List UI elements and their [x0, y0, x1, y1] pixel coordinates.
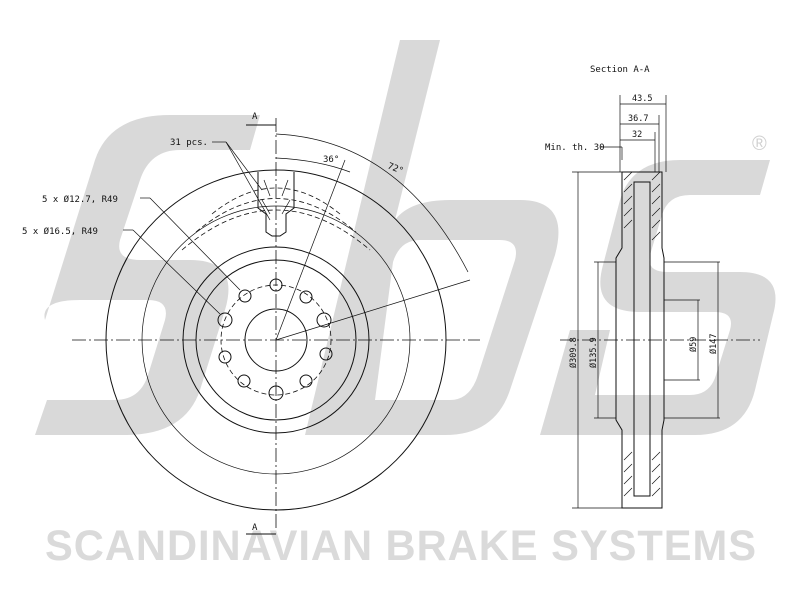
width-mid-label: 36.7 — [628, 114, 648, 124]
bolt-hole — [299, 374, 313, 388]
angle-line-36 — [275, 159, 346, 341]
hole-label-16-5: 5 x Ø16.5, R49 — [22, 226, 98, 237]
vent-hatching — [261, 179, 291, 215]
hat-inner — [195, 259, 357, 421]
bolt-hole — [238, 289, 252, 303]
vents-count-label: 31 pcs. — [170, 138, 208, 148]
section-hatching — [623, 171, 661, 497]
vent-detail — [257, 172, 295, 237]
section-title: Section A-A — [590, 65, 650, 75]
bolt-hole — [217, 312, 233, 328]
bolt-hole — [269, 278, 283, 292]
bolt-hole — [319, 347, 333, 361]
min-thickness-label: Min. th. 30 — [545, 143, 605, 153]
bolt-hole — [218, 350, 232, 364]
friction-ring-inner — [141, 205, 411, 475]
bolt-circle — [220, 284, 332, 396]
section-profile — [615, 171, 665, 509]
width-inner-label: 32 — [632, 130, 642, 140]
disc-outer-edge — [105, 169, 447, 511]
vent-arc — [181, 209, 371, 251]
dia-center-label: Ø59 — [688, 337, 699, 352]
section-mark-bottom: A — [252, 523, 258, 533]
vent-channel — [633, 181, 651, 497]
dia-hat-label: Ø135.9 — [588, 337, 599, 368]
vents-leader — [225, 141, 271, 221]
section-view: Section A-A 43.5 36.7 32 Min. th. 30 Ø30… — [545, 65, 760, 509]
bolt-hole — [268, 385, 284, 401]
bolt-hole — [316, 312, 332, 328]
angle-line-72 — [275, 279, 471, 341]
center-bore — [244, 308, 308, 372]
hole-leader-2 — [132, 229, 221, 315]
angle-arc-36 — [275, 157, 351, 173]
section-mark-top: A — [252, 112, 258, 122]
sbs-watermark-logo: ® — [35, 40, 776, 435]
angle-36-label: 36° — [323, 155, 339, 165]
dia-outer-label: Ø309.8 — [568, 337, 579, 368]
vent-arc — [195, 198, 357, 233]
hole-leader-1 — [149, 197, 241, 291]
hole-label-12-7: 5 x Ø12.7, R49 — [42, 194, 118, 205]
front-view: 36° 72° A A 31 pcs. 5 x Ø12.7, R49 5 x Ø… — [22, 112, 480, 535]
brand-watermark-text: SCANDINAVIAN BRAKE SYSTEMS — [45, 522, 757, 570]
vent-arc — [211, 187, 341, 215]
registered-mark: ® — [752, 133, 767, 155]
width-overall-label: 43.5 — [632, 94, 652, 104]
hat-outer — [182, 246, 370, 434]
bolt-hole — [299, 290, 313, 304]
vents-leader — [225, 141, 263, 191]
angle-arc-72 — [275, 133, 469, 273]
dia-hub-label: Ø147 — [708, 334, 719, 354]
bolt-hole — [237, 374, 251, 388]
